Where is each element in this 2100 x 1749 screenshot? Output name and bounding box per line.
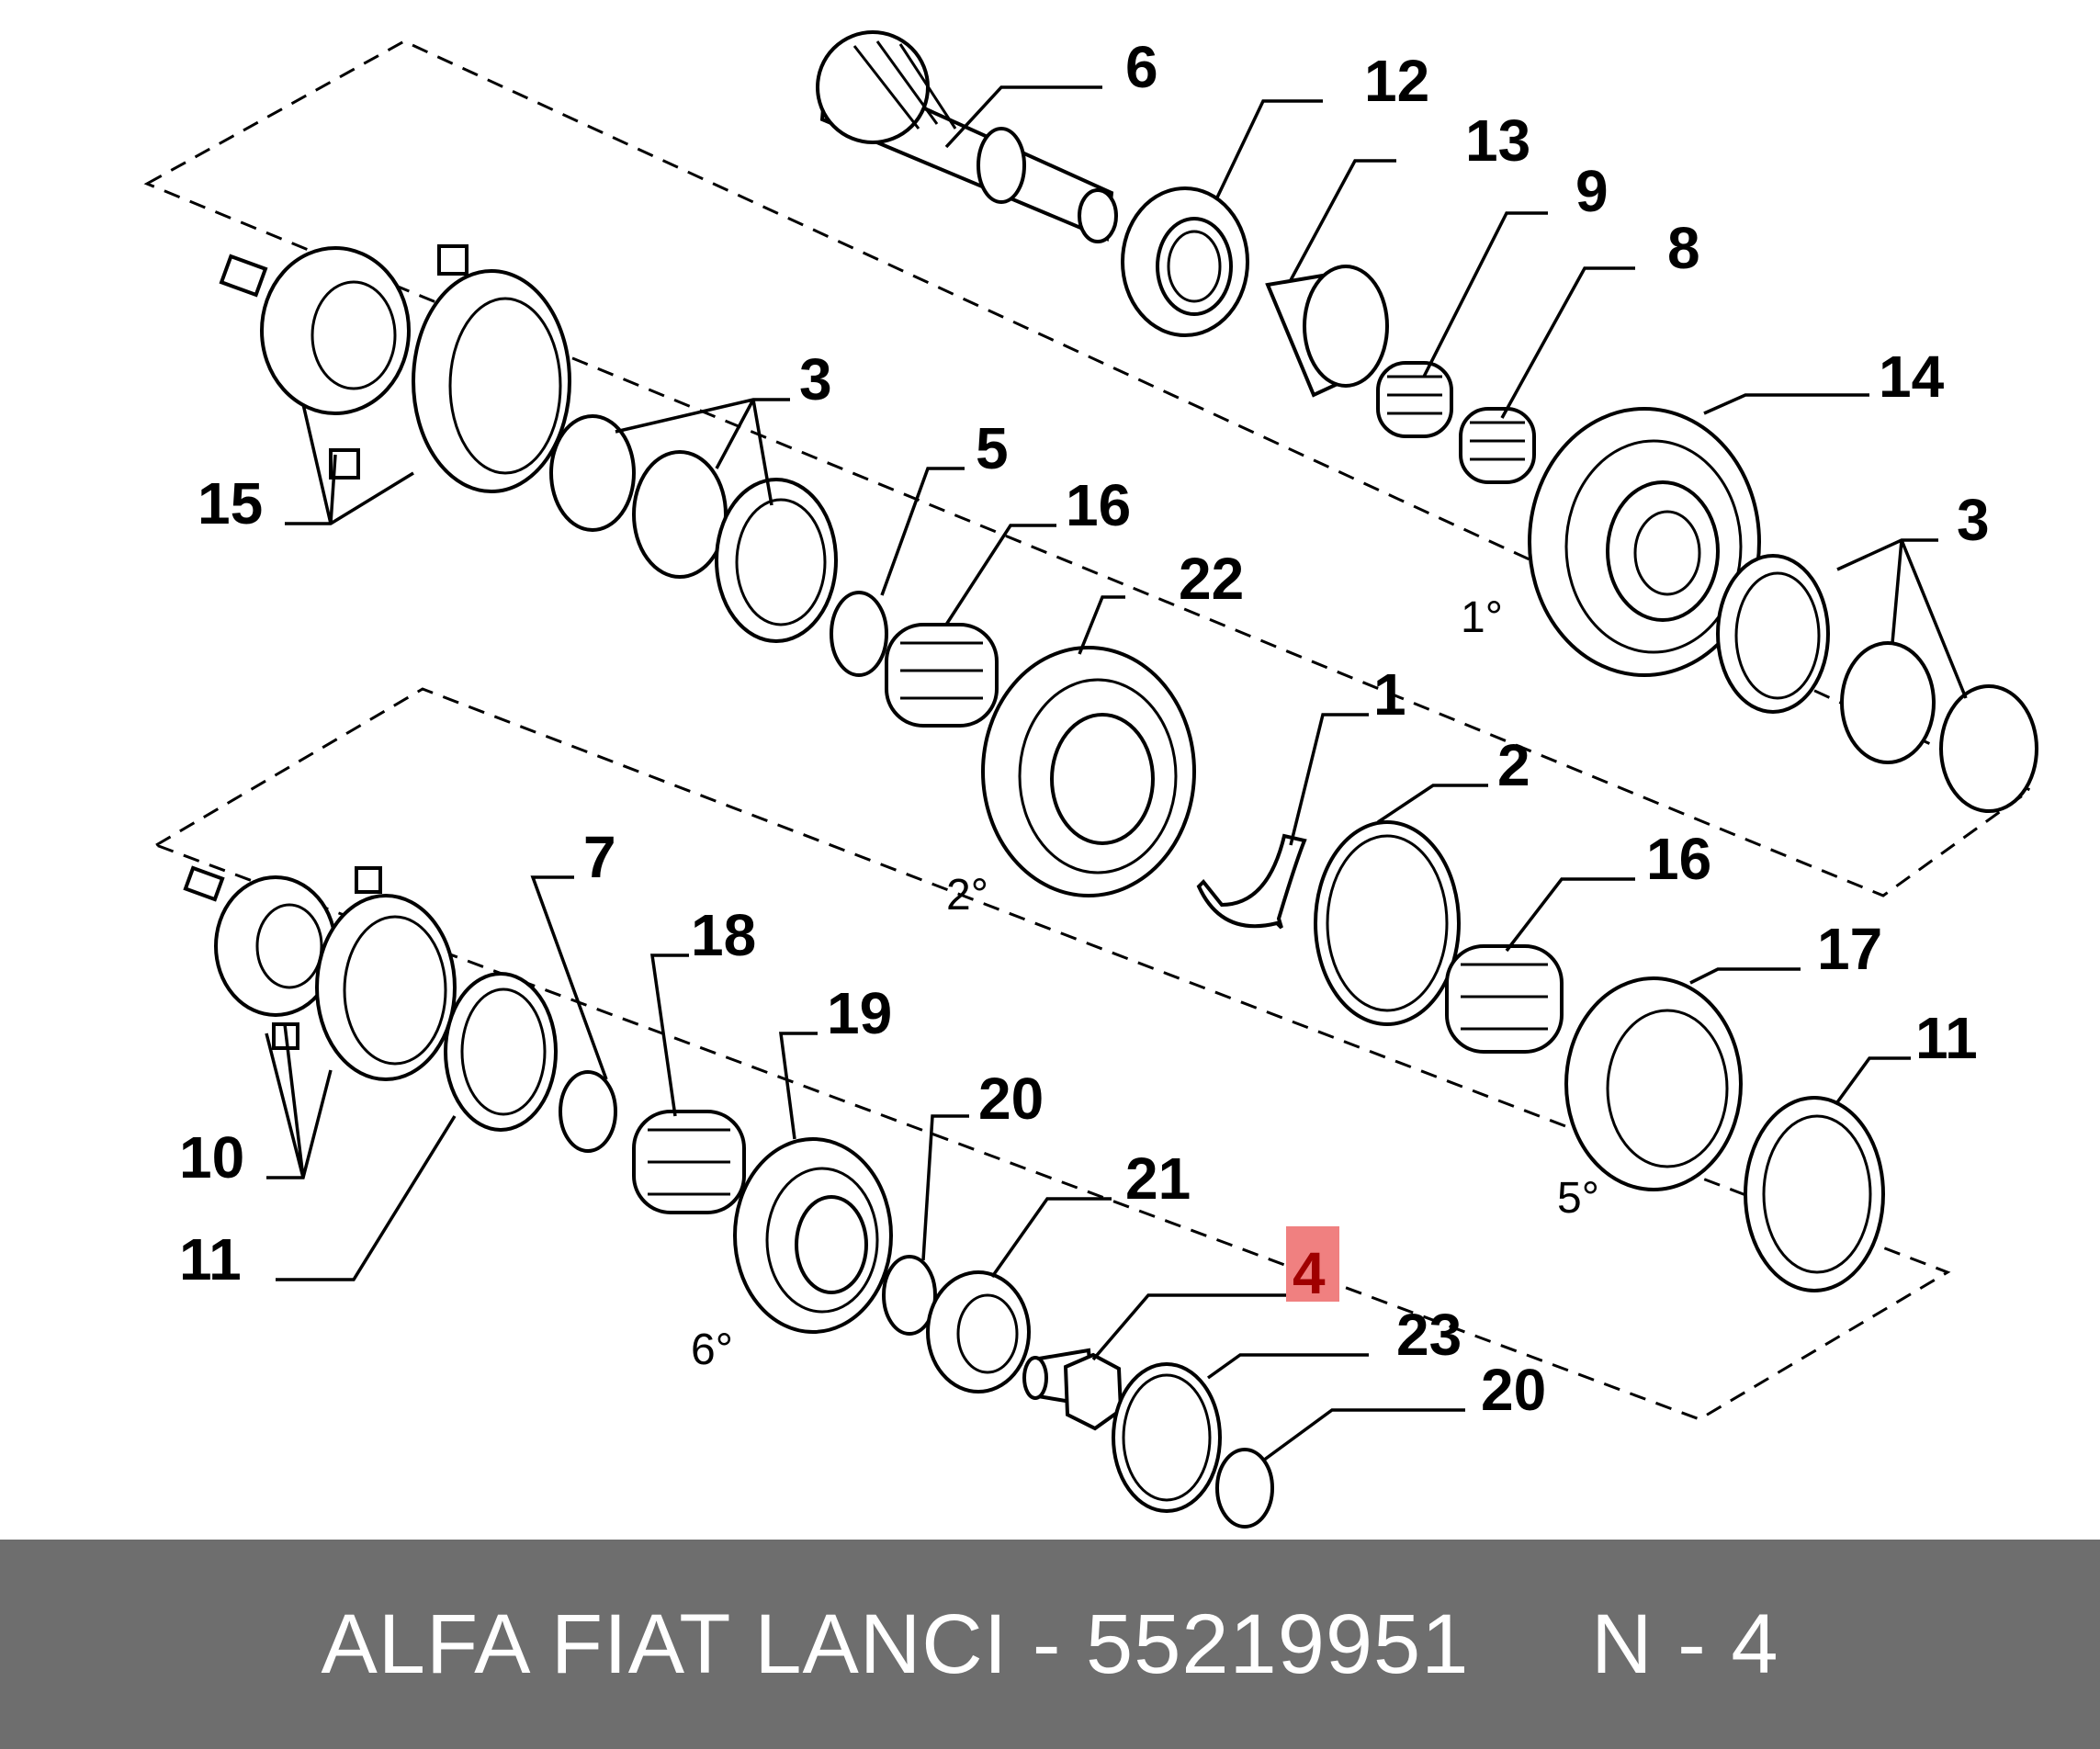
part-1-half-ring: [1196, 833, 1307, 930]
gear-mark-6th: 6°: [691, 1326, 733, 1374]
label-1: 1: [1373, 661, 1406, 728]
part-15-synchro-hub: [219, 244, 571, 493]
part-12-bearing: [1121, 186, 1249, 337]
part-5-snap-ring: [830, 591, 888, 677]
part-2-thrust-washer: [1314, 820, 1461, 1026]
label-22: 22: [1179, 546, 1244, 612]
leader-lines: [265, 85, 1968, 1462]
part-20-snap-ring-upper: [882, 1255, 937, 1336]
label-21: 21: [1125, 1145, 1191, 1212]
label-12: 12: [1364, 48, 1429, 114]
label-16-lower: 16: [1646, 826, 1711, 892]
label-9: 9: [1575, 158, 1609, 224]
label-18: 18: [691, 902, 756, 968]
label-11-right: 11: [1915, 1005, 1978, 1071]
label-19: 19: [827, 980, 892, 1046]
gear-mark-5th: 5°: [1557, 1174, 1599, 1223]
label-14: 14: [1879, 344, 1945, 410]
label-4: 4: [1293, 1240, 1326, 1306]
part-16-needle-bearing-upper: [885, 623, 999, 728]
label-7: 7: [583, 824, 616, 890]
part-23-washer: [1112, 1362, 1222, 1513]
label-2: 2: [1497, 732, 1530, 798]
part-11-synchro-ring-right: [1744, 1096, 1885, 1292]
label-10: 10: [179, 1124, 244, 1190]
part-9-needle-bearing: [1376, 361, 1453, 438]
part-10-synchro-hub: [183, 865, 457, 1081]
part-3-synchro-rings-left: [549, 414, 838, 643]
part-19-gear: [733, 1137, 893, 1334]
label-11-left: 11: [179, 1226, 242, 1292]
label-16-upper: 16: [1066, 472, 1131, 538]
label-17: 17: [1817, 916, 1882, 982]
label-15: 15: [198, 470, 263, 536]
label-3-upper-left: 3: [799, 346, 832, 412]
gear-mark-1st: 1°: [1461, 593, 1503, 642]
part-8-needle-bearing: [1459, 407, 1536, 484]
part-4-bolt: [1022, 1348, 1123, 1431]
label-6: 6: [1125, 34, 1158, 100]
label-20-upper: 20: [978, 1066, 1044, 1132]
part-11-synchro-ring-left: [444, 972, 558, 1132]
part-22-gear: [981, 646, 1196, 897]
highlight-box-part-4: [1286, 1226, 1339, 1302]
lower-assembly-boundary: [152, 687, 1951, 1421]
label-13: 13: [1465, 107, 1530, 174]
label-3-upper-right: 3: [1957, 487, 1990, 553]
label-20-lower: 20: [1481, 1357, 1546, 1423]
part-3-synchro-rings-right: [1716, 554, 2038, 813]
part-14-gear: [1528, 407, 1761, 677]
upper-assembly-boundary: [143, 39, 2033, 897]
part-13-ring: [1265, 265, 1389, 398]
part-16-needle-bearing-lower: [1445, 944, 1564, 1054]
exploded-parts-diagram: 6 12 13 9 8 3 15 5 16 22 14 3 1 2 16 17 …: [143, 30, 2038, 1529]
part-17-gear: [1564, 976, 1743, 1191]
footer-bar: ALFA FIAT LANCI - 55219951 N - 4: [0, 1540, 2100, 1749]
part-6-shaft: [816, 30, 1118, 243]
label-8: 8: [1667, 215, 1700, 281]
label-23: 23: [1396, 1302, 1462, 1368]
part-18-needle-bearing: [632, 1110, 746, 1214]
part-21-bearing: [926, 1270, 1031, 1394]
footer-part-caption: ALFA FIAT LANCI - 55219951 N - 4: [321, 1597, 1779, 1691]
gear-mark-2nd: 2°: [946, 871, 988, 920]
part-7-snap-ring: [559, 1070, 617, 1153]
part-20-snap-ring-lower: [1215, 1448, 1274, 1529]
label-5: 5: [976, 415, 1009, 481]
